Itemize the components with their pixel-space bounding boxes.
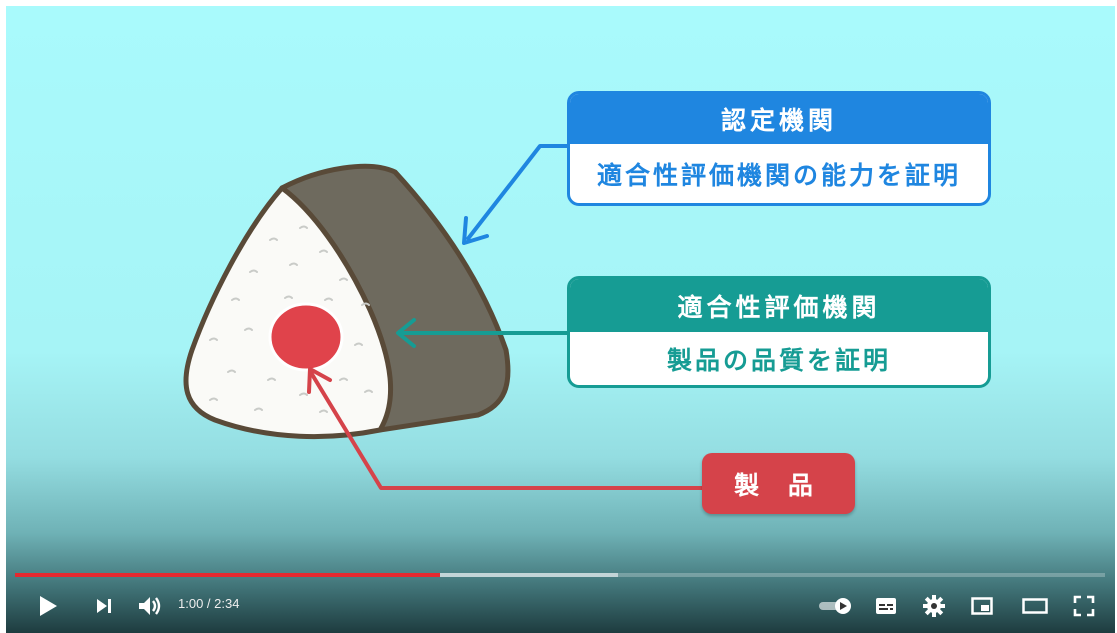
theater-mode-icon — [1022, 598, 1048, 614]
play-button[interactable] — [34, 592, 62, 620]
fullscreen-icon — [1073, 595, 1095, 617]
product-arrowhead — [307, 367, 332, 394]
current-time: 1:00 — [178, 596, 204, 611]
certification-body-description: 適合性評価機関の能力を証明 — [596, 160, 961, 190]
fullscreen-button[interactable] — [1070, 592, 1098, 620]
product-arrow — [308, 369, 702, 490]
certification-body-label: 認定機関 適合性評価機関の能力を証明 — [567, 91, 991, 206]
volume-button[interactable] — [134, 590, 166, 622]
certification-arrowhead — [462, 216, 489, 245]
time-separator: / — [203, 596, 215, 611]
subtitles-icon — [876, 598, 896, 614]
progress-bar[interactable] — [15, 573, 1105, 577]
time-display: 1:00 / 2:34 — [178, 596, 239, 611]
play-icon — [40, 596, 57, 616]
player-controls: 1:00 / 2:34 — [6, 584, 1115, 628]
autoplay-toggle[interactable] — [816, 594, 856, 618]
volume-icon — [139, 597, 161, 615]
theater-mode-button[interactable] — [1020, 592, 1050, 620]
conformity-arrowhead — [396, 318, 416, 348]
conformity-assessment-body-title: 適合性評価機関 — [570, 279, 988, 332]
miniplayer-button[interactable] — [968, 592, 996, 620]
next-icon — [97, 599, 111, 613]
video-frame[interactable]: 認定機関 適合性評価機関の能力を証明 適合性評価機関 製品の品質を証明 製 品 — [6, 6, 1115, 633]
umeboshi-filling — [268, 302, 344, 372]
settings-button[interactable] — [920, 592, 948, 620]
product-label: 製 品 — [702, 453, 855, 514]
subtitles-button[interactable] — [872, 592, 900, 620]
conformity-assessment-body-description: 製品の品質を証明 — [666, 345, 891, 375]
rice-grains — [209, 225, 373, 413]
next-button[interactable] — [90, 592, 118, 620]
autoplay-toggle-icon — [819, 598, 851, 614]
progress-played — [15, 573, 441, 577]
certification-arrow — [465, 144, 567, 242]
settings-icon — [923, 595, 945, 617]
certification-body-title: 認定機関 — [570, 94, 988, 144]
duration: 2:34 — [214, 596, 240, 611]
miniplayer-icon — [971, 597, 993, 615]
conformity-assessment-body-label: 適合性評価機関 製品の品質を証明 — [567, 276, 991, 388]
onigiri-illustration — [183, 144, 702, 490]
